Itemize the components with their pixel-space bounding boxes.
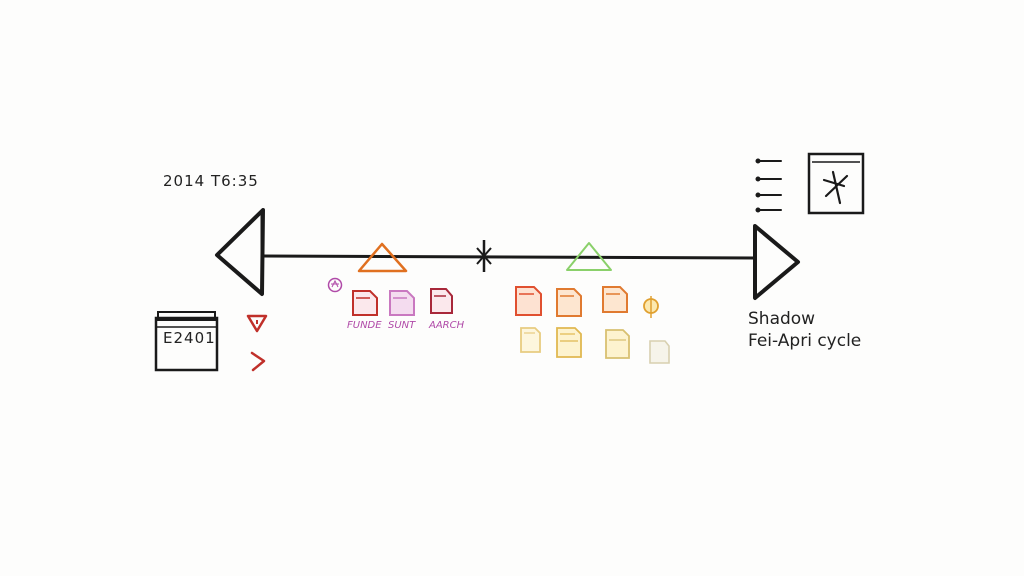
document-icon[interactable]	[520, 327, 541, 353]
doc-label-sunt: SUNT	[388, 320, 416, 331]
timeline-axis	[260, 254, 757, 260]
orange-triangle-icon[interactable]	[357, 242, 408, 273]
side-note-title: Shadow	[748, 309, 816, 329]
document-icon[interactable]	[649, 340, 670, 364]
document-icon[interactable]	[389, 290, 415, 316]
document-icon[interactable]	[556, 288, 582, 317]
doc-label-funde: FUNDE	[347, 320, 382, 331]
side-note-subtitle: Fei-Apri cycle	[748, 331, 862, 351]
green-triangle-icon[interactable]	[566, 242, 612, 271]
document-icon[interactable]	[602, 286, 628, 313]
document-icon[interactable]	[352, 290, 378, 316]
triangle-left-icon[interactable]	[215, 208, 265, 296]
doc-label-aarch: AARCH	[429, 320, 465, 331]
document-icon[interactable]	[515, 286, 542, 316]
calendar-box-icon[interactable]	[154, 311, 219, 372]
triangle-right-icon[interactable]	[753, 224, 800, 300]
document-icon[interactable]	[556, 327, 582, 358]
list-lines-icon[interactable]	[755, 158, 782, 213]
timestamp-label: 2014 T6:35	[163, 172, 259, 190]
document-icon[interactable]	[430, 288, 453, 314]
circle-badge-icon[interactable]	[327, 277, 343, 293]
timeline-marker-icon[interactable]	[476, 240, 492, 272]
chevron-right-icon[interactable]	[250, 351, 266, 372]
triangle-down-icon[interactable]	[246, 314, 268, 333]
asterisk-box-icon[interactable]	[807, 152, 865, 215]
document-icon[interactable]	[605, 329, 630, 359]
date-box-label: E2401	[163, 329, 216, 347]
pin-icon[interactable]	[643, 296, 659, 318]
